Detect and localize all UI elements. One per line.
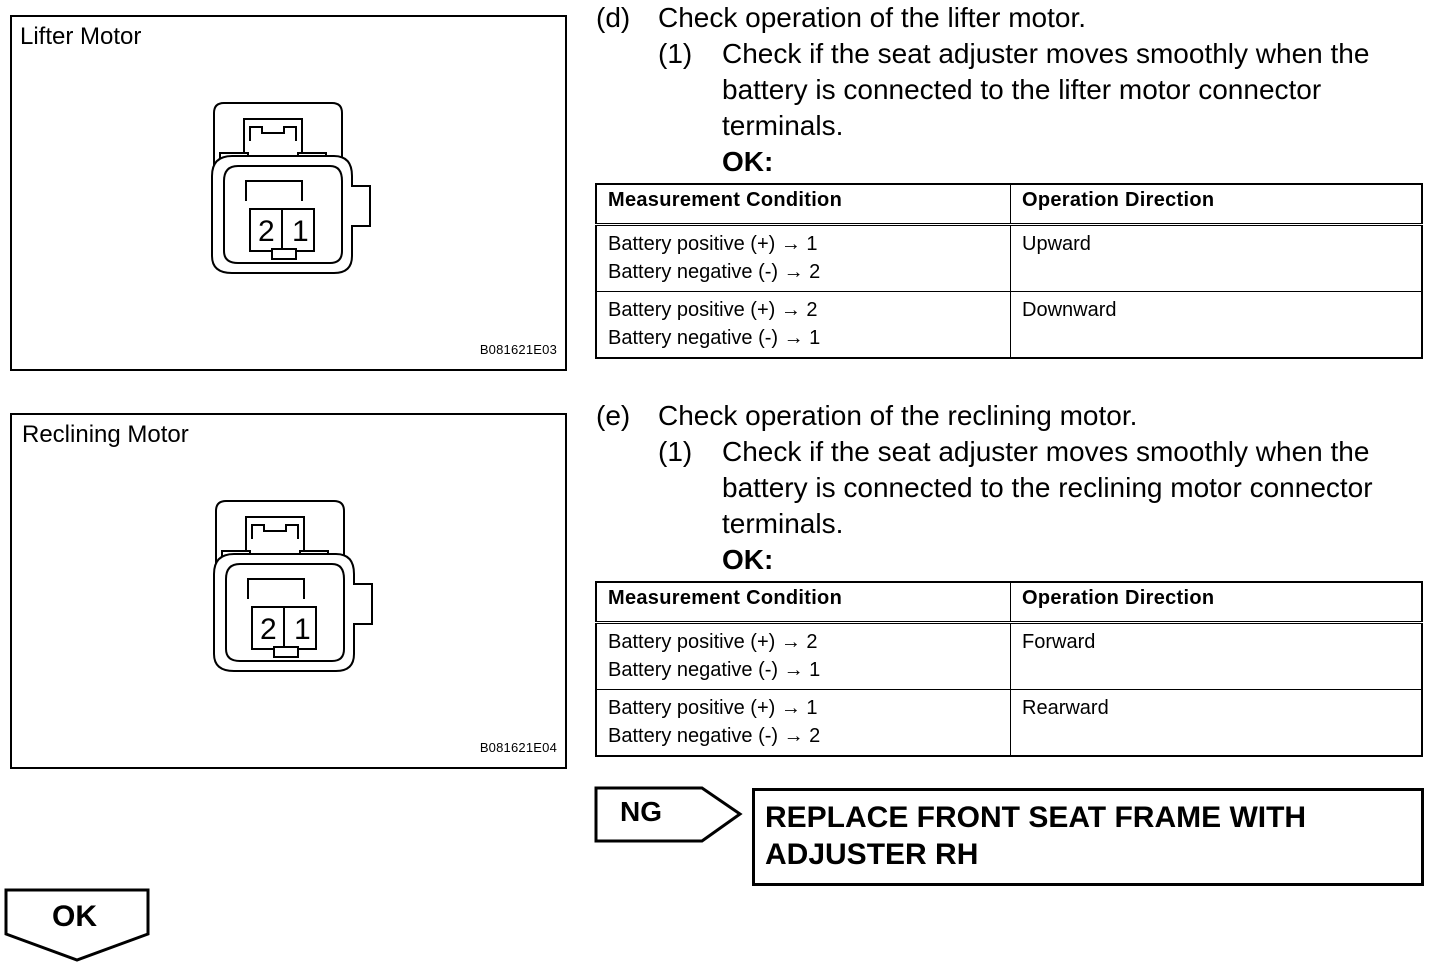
pin-label: 2 xyxy=(260,613,277,646)
direction-cell: Forward xyxy=(1010,622,1423,690)
table-header: Operation Direction xyxy=(1010,581,1423,624)
condition-line: Battery positive (+) → 1 xyxy=(608,233,818,255)
result-line: REPLACE FRONT SEAT FRAME WITH xyxy=(765,801,1307,834)
spec-table-lifter: Measurement Condition Operation Directio… xyxy=(595,183,1423,359)
condition-line: Battery negative (-) → 1 xyxy=(608,327,821,349)
pin-label: 1 xyxy=(294,613,311,646)
connector-icon: 2 1 xyxy=(211,102,371,274)
table-header: Measurement Condition xyxy=(595,183,1011,226)
table-row: Battery positive (+) → 1 Battery negative… xyxy=(595,224,1423,292)
result-line: ADJUSTER RH xyxy=(765,838,979,871)
direction-cell: Upward xyxy=(1010,224,1423,292)
condition-line: Battery negative (-) → 2 xyxy=(608,725,821,747)
substep-label: (1) xyxy=(658,38,693,69)
step-text: Check operation of the reclining motor. xyxy=(658,400,1138,431)
condition-line: Battery positive (+) → 2 xyxy=(608,299,818,321)
figure-title: Lifter Motor xyxy=(20,23,142,50)
figure-lifter-motor: Lifter Motor 2 1 B081621E03 xyxy=(10,15,567,371)
ng-label: NG xyxy=(620,796,662,827)
ok-down-arrow-icon xyxy=(4,888,150,962)
table-row: Battery positive (+) → 2 Battery negative… xyxy=(595,622,1423,690)
substep-d-1: (1) Check if the seat adjuster moves smo… xyxy=(658,36,1438,146)
pin-label: 1 xyxy=(292,215,309,248)
direction-cell: Downward xyxy=(1010,291,1423,359)
spec-table-reclining: Measurement Condition Operation Directio… xyxy=(595,581,1423,757)
table-row: Battery positive (+) → 2 Battery negative… xyxy=(595,291,1423,359)
condition-line: Battery negative (-) → 1 xyxy=(608,659,821,681)
figure-title: Reclining Motor xyxy=(22,421,189,448)
condition-line: Battery negative (-) → 2 xyxy=(608,261,821,283)
connector-icon: 2 1 xyxy=(213,500,373,672)
ok-label: OK: xyxy=(722,146,774,177)
figure-code: B081621E04 xyxy=(479,740,557,755)
pin-label: 2 xyxy=(258,215,275,248)
step-text: Check operation of the lifter motor. xyxy=(658,2,1086,33)
condition-line: Battery positive (+) → 2 xyxy=(608,631,818,653)
substep-text: Check if the seat adjuster moves smoothl… xyxy=(722,38,1370,141)
ng-arrow-icon xyxy=(594,786,743,843)
ok-label: OK: xyxy=(722,544,774,575)
substep-text: Check if the seat adjuster moves smoothl… xyxy=(722,436,1373,539)
substep-e-1: (1) Check if the seat adjuster moves smo… xyxy=(658,434,1438,544)
figure-reclining-motor: Reclining Motor 2 1 B081621E04 xyxy=(10,413,567,769)
direction-cell: Rearward xyxy=(1010,689,1423,757)
step-d: (d) Check operation of the lifter motor. xyxy=(596,0,1446,40)
table-row: Battery positive (+) → 1 Battery negative… xyxy=(595,689,1423,757)
condition-line: Battery positive (+) → 1 xyxy=(608,697,818,719)
step-label: (d) xyxy=(596,2,631,33)
substep-label: (1) xyxy=(658,436,693,467)
figure-code: B081621E03 xyxy=(479,342,557,357)
repair-result-box: REPLACE FRONT SEAT FRAME WITH ADJUSTER R… xyxy=(752,788,1424,886)
step-label: (e) xyxy=(596,400,631,431)
table-header: Measurement Condition xyxy=(595,581,1011,624)
table-header: Operation Direction xyxy=(1010,183,1423,226)
step-e: (e) Check operation of the reclining mot… xyxy=(596,398,1446,438)
ok-flow-label: OK xyxy=(52,900,97,933)
